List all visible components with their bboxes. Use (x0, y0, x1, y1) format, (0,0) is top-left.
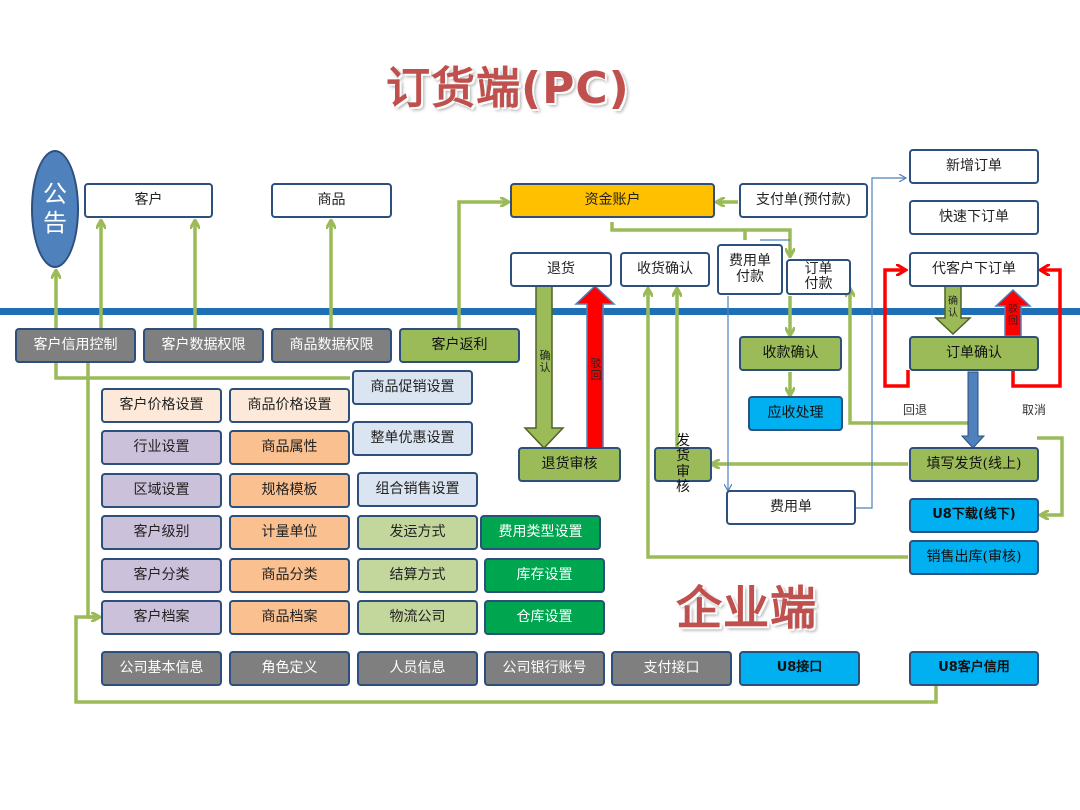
customer-data-perm-box[interactable]: 客户数据权限 (143, 328, 264, 363)
rollback-label: 回退 (903, 403, 928, 417)
product-data-perm-box[interactable]: 商品数据权限 (271, 328, 392, 363)
fee-order-box[interactable]: 费用单 (726, 490, 856, 525)
fee-type-box[interactable]: 费用类型设置 (480, 515, 601, 550)
spec-template-box[interactable]: 规格模板 (229, 473, 350, 508)
order-confirm-arrow (934, 285, 972, 336)
product-price-box[interactable]: 商品价格设置 (229, 388, 350, 423)
arrow-to-u8download (1037, 436, 1064, 515)
arrow-promo-to-notice (56, 272, 350, 380)
rollback-bracket (883, 270, 910, 388)
return-confirm-label: 确认 (539, 349, 551, 374)
proxy-order-box[interactable]: 代客户下订单 (909, 252, 1039, 287)
order-confirm-label: 确认 (948, 296, 958, 319)
return-arrows (523, 284, 1032, 450)
inventory-box[interactable]: 库存设置 (484, 558, 605, 593)
quick-order-box[interactable]: 快速下订单 (909, 200, 1039, 235)
notice-label: 公告 (43, 180, 67, 237)
customer-rebate-box[interactable]: 客户返利 (399, 328, 520, 363)
line-fee-to-neworder (856, 178, 905, 509)
ship-review-box[interactable]: 发货审核 (654, 433, 712, 495)
product-archive-box[interactable]: 商品档案 (229, 600, 350, 635)
customer-class-box[interactable]: 客户分类 (101, 558, 222, 593)
fill-shipment-box[interactable]: 填写发货(线上) (909, 447, 1039, 482)
credit-control-box[interactable]: 客户信用控制 (15, 328, 136, 363)
sales-outbound-box[interactable]: 销售出库(审核) (909, 540, 1039, 575)
staff-box[interactable]: 人员信息 (357, 651, 478, 686)
fund-account-box[interactable]: 资金账户 (510, 183, 715, 218)
unit-box[interactable]: 计量单位 (229, 515, 350, 550)
return-confirm-arrow (523, 285, 565, 450)
u8-download-box[interactable]: U8下载(线下) (909, 498, 1039, 533)
title-pc: 订货端(PC) (386, 63, 630, 114)
order-confirm-box[interactable]: 订单确认 (909, 336, 1039, 371)
confirm-to-fill-arrow (960, 371, 986, 449)
bank-box[interactable]: 公司银行账号 (484, 651, 605, 686)
arrow-archive-to-credit (88, 346, 100, 619)
order-payment-box[interactable]: 订单付款 (786, 259, 851, 295)
arrow-fund-to-orderpay (610, 222, 790, 255)
return-reject-arrow (574, 284, 616, 449)
combo-promo-box[interactable]: 组合销售设置 (357, 472, 478, 507)
product-box[interactable]: 商品 (271, 183, 392, 218)
whole-discount-box[interactable]: 整单优惠设置 (352, 421, 473, 456)
customer-level-box[interactable]: 客户级别 (101, 515, 222, 550)
return-reject-label: 驳回 (590, 357, 602, 382)
return-goods-box[interactable]: 退货 (510, 252, 612, 287)
cancel-bracket (1011, 270, 1062, 388)
warehouse-box[interactable]: 仓库设置 (484, 600, 605, 635)
logistics-box[interactable]: 物流公司 (357, 600, 478, 635)
pay-api-box[interactable]: 支付接口 (611, 651, 732, 686)
customer-price-box[interactable]: 客户价格设置 (101, 388, 222, 423)
fee-order-payment-box[interactable]: 费用单付款 (717, 244, 783, 295)
product-class-box[interactable]: 商品分类 (229, 558, 350, 593)
return-review-box[interactable]: 退货审核 (518, 447, 621, 482)
order-reject-arrow (994, 288, 1032, 337)
payment-order-box[interactable]: 支付单(预付款) (739, 183, 868, 218)
settle-method-box[interactable]: 结算方式 (357, 558, 478, 593)
u8-credit-box[interactable]: U8客户信用 (909, 651, 1039, 686)
new-order-box[interactable]: 新增订单 (909, 149, 1039, 184)
promo-box[interactable]: 商品促销设置 (352, 370, 473, 405)
company-info-box[interactable]: 公司基本信息 (101, 651, 222, 686)
arrow-u8credit-to-archive (74, 617, 938, 704)
customer-box[interactable]: 客户 (84, 183, 213, 218)
title-enterprise: 企业端 (676, 581, 817, 635)
region-box[interactable]: 区域设置 (101, 473, 222, 508)
arrow-outbound-to-receipt (648, 290, 908, 559)
receipt-confirm-box[interactable]: 收货确认 (620, 252, 710, 287)
customer-archive-box[interactable]: 客户档案 (101, 600, 222, 635)
u8-api-box[interactable]: U8接口 (739, 651, 860, 686)
receivable-box[interactable]: 应收处理 (748, 396, 843, 431)
product-attr-box[interactable]: 商品属性 (229, 430, 350, 465)
ship-method-box[interactable]: 发运方式 (357, 515, 478, 550)
cancel-label: 取消 (1022, 403, 1047, 417)
arrow-confirm-to-orderpay (850, 290, 970, 425)
order-reject-label: 驳回 (1008, 304, 1018, 327)
industry-box[interactable]: 行业设置 (101, 430, 222, 465)
arrow-rebate-to-fund (457, 202, 507, 328)
collection-confirm-box[interactable]: 收款确认 (739, 336, 842, 371)
role-box[interactable]: 角色定义 (229, 651, 350, 686)
notice-oval[interactable]: 公告 (31, 150, 79, 268)
